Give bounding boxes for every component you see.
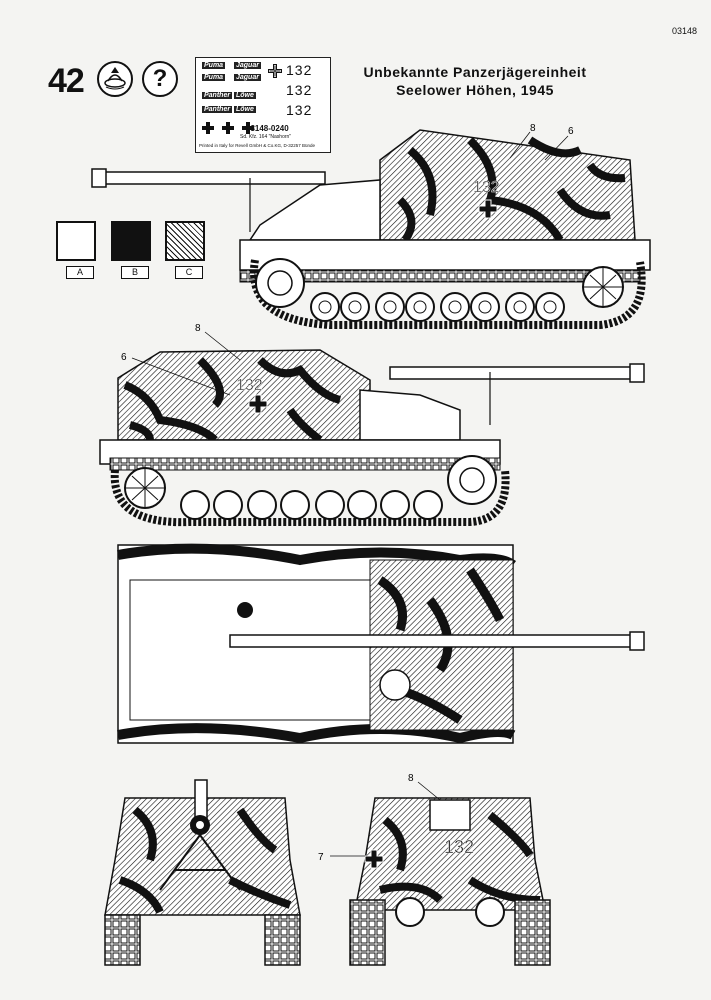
decal-name: Panther bbox=[202, 92, 233, 99]
decal-number: 132 bbox=[286, 82, 313, 98]
decal-printed-note: Printed in Italy for Revell GmbH & Co.KG… bbox=[199, 143, 316, 148]
decal-transfer-icon bbox=[97, 61, 133, 97]
decal-code: 03148-0240 bbox=[246, 124, 289, 133]
color-swatch-a bbox=[56, 221, 96, 261]
callout-6: 6 bbox=[568, 126, 574, 137]
callout-8: 8 bbox=[195, 323, 201, 334]
decal-name: Jaguar bbox=[234, 62, 261, 69]
swatch-label-a: A bbox=[66, 266, 94, 279]
title-line-unit: Unbekannte Panzerjägereinheit bbox=[363, 64, 587, 80]
decal-vehicle-name: Sd. Kfz. 164 "Nashorn" bbox=[240, 134, 292, 140]
document-number: 03148 bbox=[671, 26, 697, 36]
rear-view: 132 8 7 bbox=[318, 773, 551, 966]
swatch-label-b: B bbox=[121, 266, 149, 279]
side-view-left: 132 8 6 bbox=[99, 323, 645, 527]
question-icon: ? bbox=[142, 61, 178, 97]
callout-7: 7 bbox=[318, 852, 324, 863]
decal-number: 132 bbox=[286, 102, 313, 118]
top-view bbox=[117, 543, 645, 744]
decal-name: Panther bbox=[202, 106, 233, 113]
decal-name: Puma bbox=[202, 62, 226, 69]
decal-name: Puma bbox=[202, 74, 226, 81]
color-swatch-c bbox=[165, 221, 205, 261]
callout-8: 8 bbox=[408, 773, 414, 784]
title-line-location: Seelower Höhen, 1945 bbox=[396, 82, 554, 98]
decal-name: Löwe bbox=[234, 106, 256, 113]
decal-number: 132 bbox=[286, 62, 313, 78]
color-swatch-b bbox=[111, 221, 151, 261]
side-view-right: 132 8 6 bbox=[91, 123, 651, 329]
balkenkreuz-icon bbox=[268, 64, 282, 78]
decal-sheet: Puma Jaguar Puma Jaguar Panther Löwe Pan… bbox=[195, 57, 331, 153]
decal-name: Jaguar bbox=[234, 74, 261, 81]
vehicle-number-marking: 132 bbox=[236, 377, 263, 394]
step-number: 42 bbox=[48, 62, 85, 100]
swatch-label-c: C bbox=[175, 266, 203, 279]
callout-6: 6 bbox=[121, 352, 127, 363]
vehicle-number-marking: 132 bbox=[473, 179, 500, 196]
callout-8: 8 bbox=[530, 123, 536, 134]
balkenkreuz-icon bbox=[202, 122, 254, 134]
page-title: Unbekannte Panzerjägereinheit Seelower H… bbox=[340, 63, 610, 99]
front-view bbox=[104, 779, 301, 966]
vehicle-number-marking: 132 bbox=[444, 837, 474, 857]
decal-name: Löwe bbox=[234, 92, 256, 99]
